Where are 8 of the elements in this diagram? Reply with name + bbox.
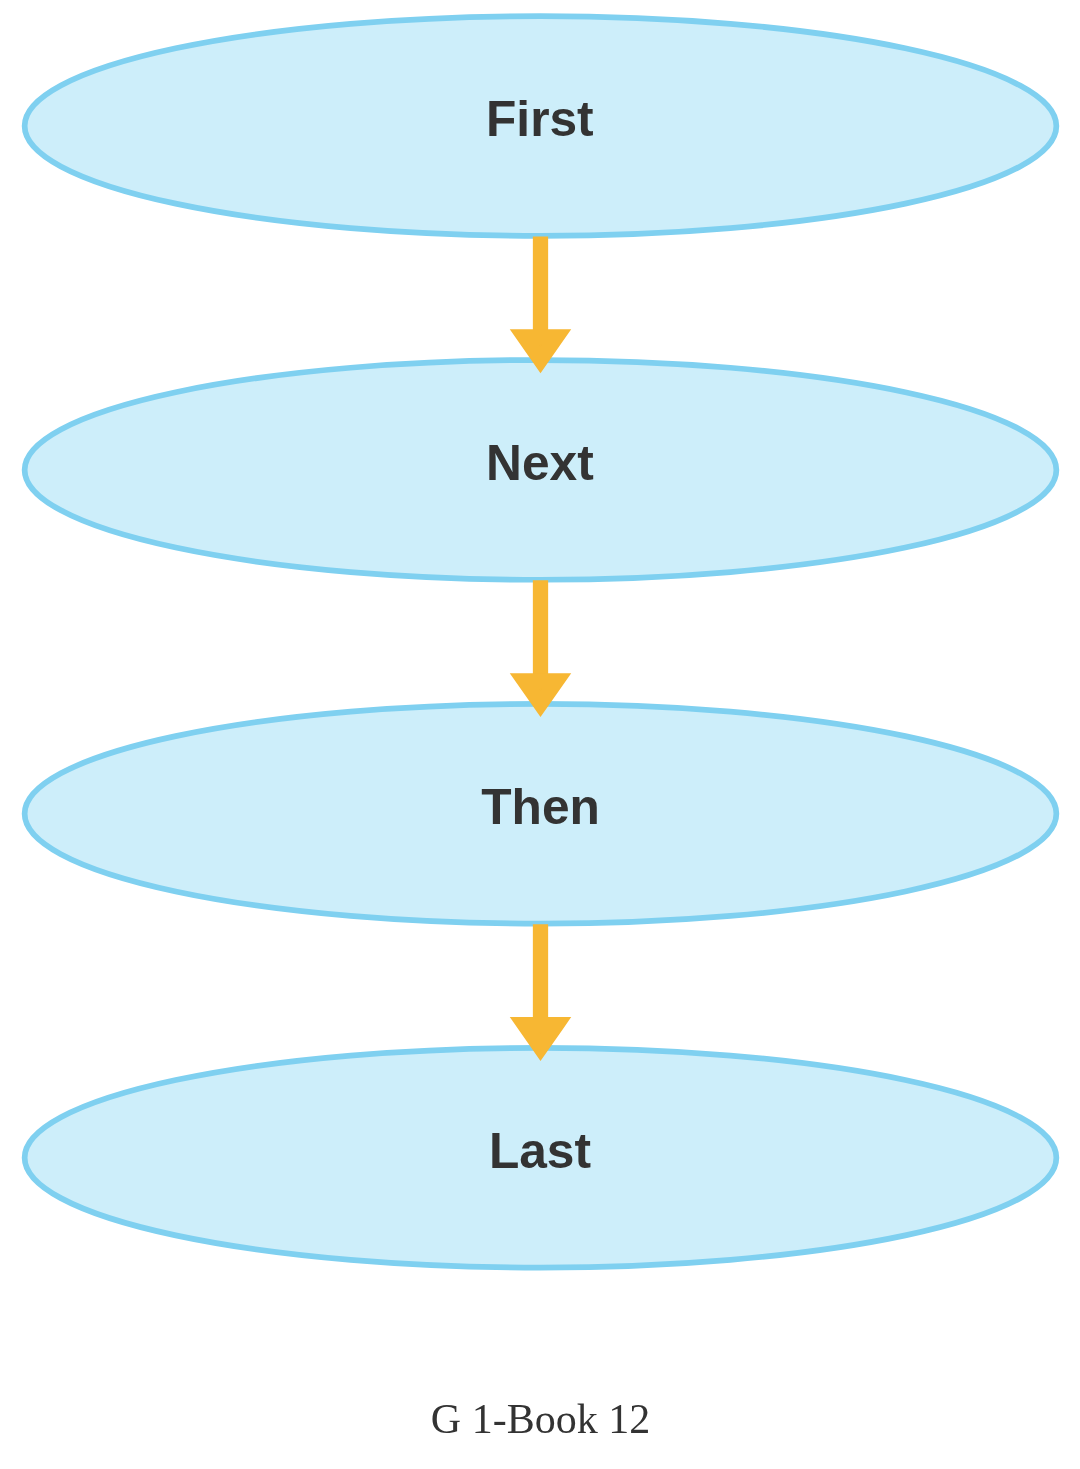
arrow xyxy=(509,580,571,718)
node-ellipse: Then xyxy=(21,701,1059,927)
node-ellipse: Next xyxy=(21,357,1059,583)
label: G 1-Book 12 xyxy=(430,1396,650,1443)
arrow xyxy=(509,236,571,374)
node-ellipse: First xyxy=(21,13,1059,239)
node-ellipse: Last xyxy=(21,1044,1059,1271)
arrow xyxy=(509,924,571,1061)
